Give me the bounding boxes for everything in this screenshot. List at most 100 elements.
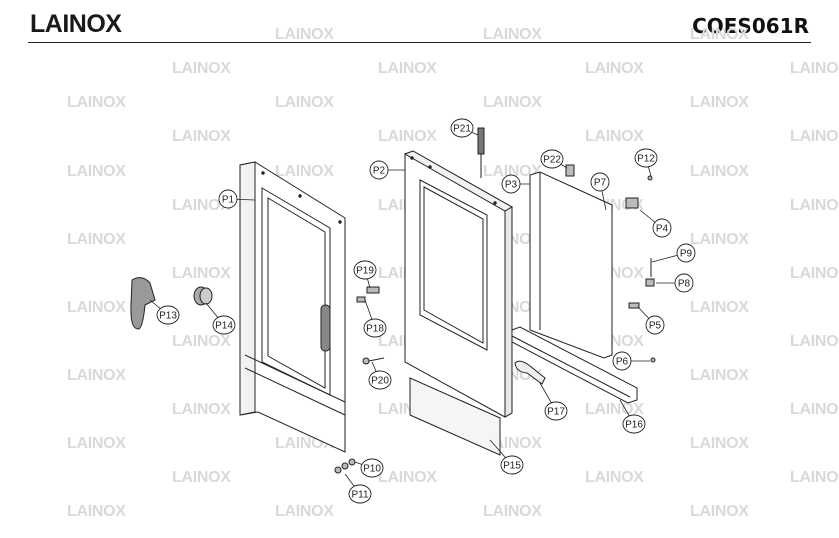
part-callout-p12: P12 <box>634 148 658 177</box>
watermark-text: LAINOX <box>275 503 334 520</box>
handle-grip <box>130 277 156 330</box>
part-callout-p8: P8 <box>656 273 694 293</box>
watermark-text: LAINOX <box>690 231 749 248</box>
part-callout-p3: P3 <box>501 174 530 194</box>
watermark-text: LAINOX <box>585 128 644 145</box>
watermark-text: LAINOX <box>67 435 126 452</box>
watermark-text: LAINOX <box>172 265 231 282</box>
watermark-text: LAINOX <box>172 128 231 145</box>
watermark-text: LAINOX <box>483 94 542 111</box>
part-label: P13 <box>159 311 177 322</box>
part-callout-p13: P13 <box>149 299 180 325</box>
part-label: P21 <box>453 124 471 135</box>
watermark-text: LAINOX <box>790 265 839 282</box>
part-callout-p17: P17 <box>539 382 568 421</box>
part-label: P18 <box>366 324 384 335</box>
part-callout-p1: P1 <box>218 189 256 209</box>
part-callout-p10: P10 <box>354 458 384 478</box>
watermark-text: LAINOX <box>275 94 334 111</box>
watermark-text: LAINOX <box>790 128 839 145</box>
watermark-text: LAINOX <box>67 231 126 248</box>
part-label: P19 <box>356 266 374 277</box>
watermark-text: LAINOX <box>378 60 437 77</box>
part-callout-p5: P5 <box>637 306 665 335</box>
part-callout-p4: P4 <box>639 209 672 238</box>
watermark-text: LAINOX <box>690 163 749 180</box>
part-label: P3 <box>505 180 518 191</box>
watermark-text: LAINOX <box>67 94 126 111</box>
part-label: P15 <box>503 461 521 472</box>
watermark-text: LAINOX <box>690 299 749 316</box>
brand-logo: LAINOX <box>30 10 122 38</box>
part-label: P1 <box>222 195 235 206</box>
watermark-text: LAINOX <box>483 26 542 43</box>
watermark-text: LAINOX <box>790 197 839 214</box>
watermark-text: LAINOX <box>585 401 644 418</box>
part-label: P20 <box>371 376 389 387</box>
part-callout-p7: P7 <box>590 172 610 211</box>
part-label: P2 <box>373 166 386 177</box>
watermark-text: LAINOX <box>790 60 839 77</box>
outer-door-panel <box>239 161 346 453</box>
inner-door-frame <box>403 150 514 418</box>
part-label: P8 <box>678 279 691 290</box>
gasket-strip <box>409 377 501 456</box>
part-label: P5 <box>649 321 662 332</box>
small-hardware <box>334 175 656 474</box>
part-callout-p11: P11 <box>344 473 372 504</box>
part-label: P11 <box>351 490 368 501</box>
watermark-text: LAINOX <box>690 367 749 384</box>
part-callout-p20: P20 <box>368 361 392 390</box>
part-label: P22 <box>543 155 561 166</box>
header-rule <box>28 42 811 43</box>
part-callout-p15: P15 <box>489 439 524 475</box>
part-callout-p16: P16 <box>619 399 646 434</box>
watermark-text: LAINOX <box>790 401 839 418</box>
part-label: P6 <box>616 357 629 368</box>
rod-part <box>477 127 485 178</box>
watermark-text: LAINOX <box>690 435 749 452</box>
part-label: P7 <box>594 178 607 189</box>
watermark-text: LAINOX <box>172 401 231 418</box>
watermark-text: LAINOX <box>690 26 749 43</box>
part-label: P9 <box>680 249 693 260</box>
watermark-text: LAINOX <box>790 333 839 350</box>
part-callout-p9: P9 <box>651 243 696 263</box>
glass-panel <box>529 171 613 359</box>
part-label: P14 <box>215 321 233 332</box>
clip-part <box>565 164 575 177</box>
part-callout-p19: P19 <box>353 260 377 289</box>
watermark-text: LAINOX <box>172 469 231 486</box>
watermark-text: LAINOX <box>67 163 126 180</box>
watermark-text: LAINOX <box>585 60 644 77</box>
watermark-text: LAINOX <box>172 60 231 77</box>
part-callout-p21: P21 <box>450 118 479 138</box>
part-label: P12 <box>637 154 655 165</box>
watermark-text: LAINOX <box>67 503 126 520</box>
watermark-text: LAINOX <box>790 469 839 486</box>
part-label: P16 <box>625 420 643 431</box>
part-label: P17 <box>547 407 565 418</box>
part-callout-p18: P18 <box>363 299 387 338</box>
watermark-text: LAINOX <box>67 367 126 384</box>
part-callout-p22: P22 <box>540 149 568 169</box>
watermark-text: LAINOX <box>275 26 334 43</box>
watermark-text: LAINOX <box>378 128 437 145</box>
part-label: P10 <box>363 464 381 475</box>
part-label: P4 <box>656 224 669 235</box>
watermark-text: LAINOX <box>275 163 334 180</box>
watermark-text: LAINOX <box>67 299 126 316</box>
watermark-text: LAINOX <box>585 469 644 486</box>
watermark-text: LAINOX <box>172 197 231 214</box>
watermark-text: LAINOX <box>483 503 542 520</box>
watermark-text: LAINOX <box>483 163 542 180</box>
handle-knob <box>193 286 213 306</box>
watermark-text: LAINOX <box>172 333 231 350</box>
watermark-text: LAINOX <box>690 94 749 111</box>
part-callout-p6: P6 <box>612 351 650 371</box>
watermark-text: LAINOX <box>690 503 749 520</box>
part-callout-p14: P14 <box>205 302 236 335</box>
hinge-arm <box>514 360 546 385</box>
bottom-hinge-rail <box>511 326 638 404</box>
